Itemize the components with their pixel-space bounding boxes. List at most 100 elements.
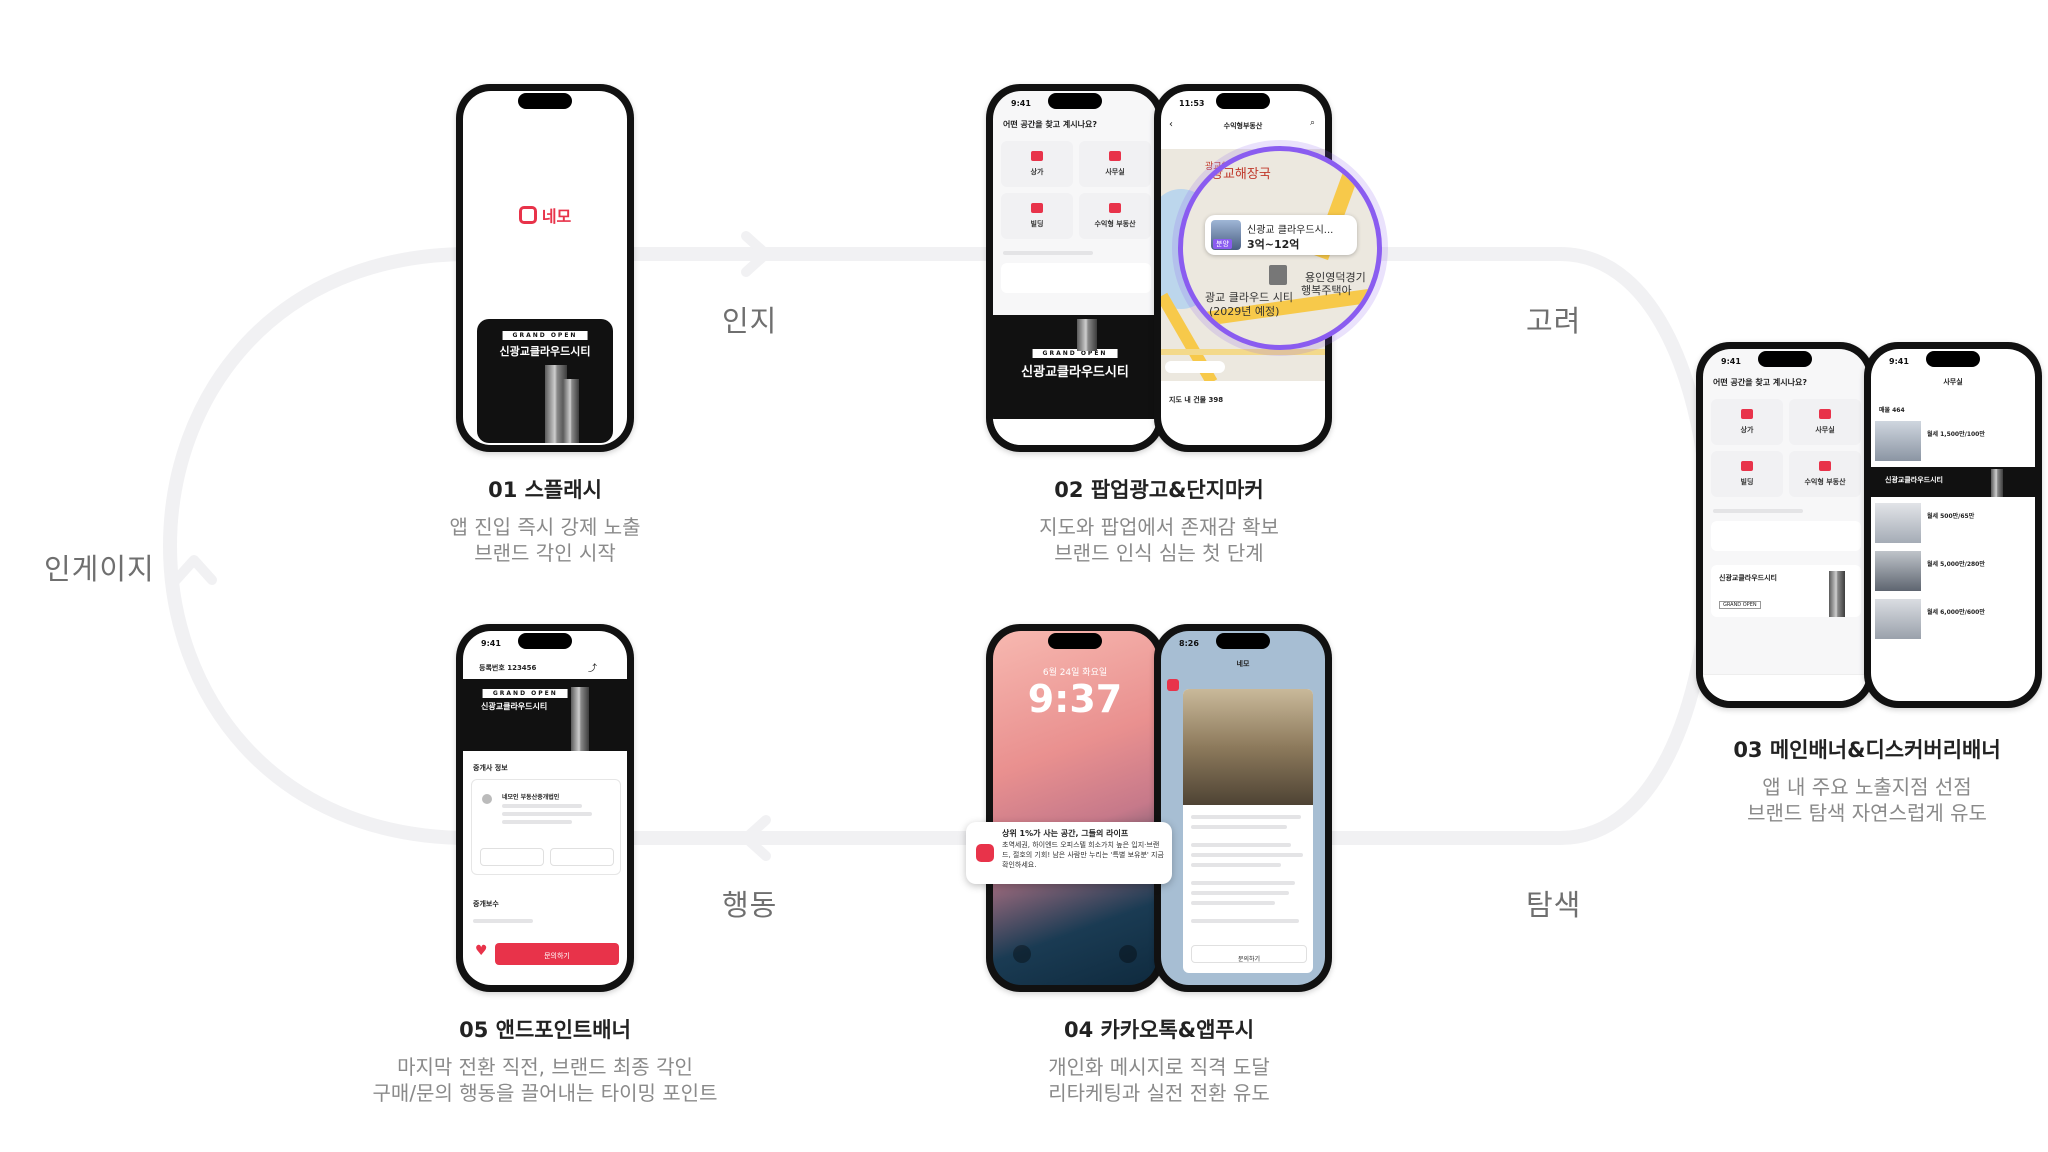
placeholder-line [1191, 863, 1281, 867]
endpoint-banner[interactable]: GRAND OPEN 신광교클라우드시티 [463, 679, 627, 751]
banner-tag: GRAND OPEN [482, 689, 568, 698]
tower-image [571, 687, 589, 751]
tile-label: 상가 [1740, 426, 1754, 434]
tower-image [1077, 319, 1097, 351]
tile-label: 수익형 부동산 [1804, 478, 1846, 486]
status-time: 11:53 [1179, 99, 1205, 108]
store-icon [1741, 409, 1753, 419]
phone-kakao: 8:26 네모 문의하기 [1154, 624, 1332, 992]
push-app-icon [976, 844, 994, 862]
step-desc: 브랜드 각인 시작 [474, 541, 616, 565]
step-title: 02 팝업광고&단지마커 [1054, 478, 1264, 502]
step-05: 05 앤드포인트배너 마지막 전환 직전, 브랜드 최종 각인 구매/문의 행동… [285, 1014, 805, 1106]
discovery-banner[interactable]: 신광교클라우드시티 [1871, 467, 2035, 497]
inquiry-button-label: 문의하기 [544, 952, 570, 960]
tile-label: 빌딩 [1030, 220, 1044, 228]
heart-icon[interactable]: ♥ [475, 943, 488, 959]
banner-title: 신광교클라우드시티 [1719, 574, 1777, 582]
tile-income[interactable]: 수익형 부동산 [1079, 193, 1151, 239]
push-notification[interactable]: 상위 1%가 사는 공간, 그들의 라이프 초역세권, 하이엔드 오피스텔 희소… [966, 822, 1172, 884]
listing-row[interactable]: 월세 5,000만/280만 [1875, 549, 2031, 593]
banner-title: 신광교클라우드시티 [1885, 476, 1943, 484]
step-desc: 브랜드 인식 심는 첫 단계 [1054, 541, 1264, 565]
chat-avatar [1167, 679, 1179, 691]
kakao-inquiry-button[interactable]: 문의하기 [1191, 945, 1307, 963]
step-desc: 앱 내 주요 노출지점 선점 [1762, 775, 1972, 799]
lock-date: 6월 24일 화요일 [1042, 668, 1108, 678]
agent-section-title: 중개사 정보 [473, 764, 508, 772]
tower-image [1991, 469, 2003, 497]
tile-label: 빌딩 [1740, 478, 1754, 486]
placeholder-line [1191, 843, 1291, 847]
listing-row[interactable]: 월세 6,000만/600만 [1875, 597, 2031, 641]
banner-title: 신광교클라우드시티 [499, 345, 591, 358]
kakao-screen: 8:26 네모 문의하기 [1161, 631, 1325, 985]
map-bottom-chip [1165, 361, 1225, 373]
kakao-inquiry-label: 문의하기 [1237, 956, 1261, 963]
house-icon [1819, 461, 1831, 471]
map-button[interactable] [550, 848, 614, 866]
phone-notch [1048, 93, 1102, 109]
complex-marker[interactable]: 분양 신광교 클라우드시... 3억~12억 [1205, 215, 1357, 255]
marker-badge: 분양 [1213, 239, 1232, 249]
phone-notch [518, 93, 572, 109]
splash-banner[interactable]: GRAND OPEN 신광교클라우드시티 [477, 319, 613, 443]
tab-bar [1703, 674, 1867, 701]
building-icon [1269, 265, 1287, 285]
tile-building[interactable]: 빌딩 [1001, 193, 1073, 239]
detail-screen: 9:41 등록번호 123456 ⤴ GRAND OPEN 신광교클라우드시티 … [463, 631, 627, 985]
homepage-button[interactable] [480, 848, 544, 866]
status-time: 9:41 [1011, 99, 1031, 108]
push-body: 초역세권, 하이엔드 오피스텔 희소가치 높은 입지·브랜드, 절호의 기회! … [1002, 841, 1164, 869]
tile-office[interactable]: 사무실 [1789, 399, 1861, 445]
listing-row[interactable]: 월세 500만/65만 [1875, 501, 2031, 545]
phone-notch [1048, 633, 1102, 649]
phone-home-popup: 9:41 어떤 공간을 찾고 계시나요? 상가 사무실 빌딩 수익형 부동산 G… [986, 84, 1164, 452]
phone-notch [1926, 351, 1980, 367]
arrow-up-icon [171, 555, 217, 585]
step-title: 03 메인배너&디스커버리배너 [1733, 738, 2001, 762]
tile-label: 상가 [1030, 168, 1044, 176]
phone-notch [1216, 633, 1270, 649]
stage-awareness: 인지 [722, 304, 778, 338]
back-icon[interactable]: ‹ [1169, 119, 1173, 130]
office-screen: 9:41 사무실 매물 464 월세 1,500만/100만 신광교클라우드시티… [1871, 349, 2035, 701]
tile-store[interactable]: 상가 [1711, 399, 1783, 445]
step-desc: 브랜드 탐색 자연스럽게 유도 [1747, 801, 1987, 825]
status-time: 9:41 [481, 639, 501, 648]
step-04: 04 카카오톡&앱푸시 개인화 메시지로 직격 도달 리타케팅과 실전 전환 유… [899, 1014, 1419, 1106]
placeholder-line [1191, 853, 1303, 857]
placeholder-line [1191, 881, 1295, 885]
tile-building[interactable]: 빌딩 [1711, 451, 1783, 497]
search-icon[interactable]: ⌕ [1309, 118, 1315, 128]
logo-icon [518, 206, 537, 224]
tile-label: 사무실 [1815, 426, 1835, 434]
tile-store[interactable]: 상가 [1001, 141, 1073, 187]
listing-number: 등록번호 123456 [479, 664, 537, 672]
placeholder-line [1191, 815, 1301, 819]
stage-engagement: 인게이지 [44, 552, 155, 586]
lock-screen: 6월 24일 화요일 9:37 [993, 631, 1157, 985]
share-icon[interactable]: ⤴ [587, 664, 597, 674]
popup-banner[interactable]: GRAND OPEN 신광교클라우드시티 [993, 315, 1157, 419]
store-icon [1031, 151, 1043, 161]
home-question: 어떤 공간을 찾고 계시나요? [1713, 378, 1807, 387]
road-shape [1161, 349, 1325, 355]
main-banner[interactable]: 신광교클라우드시티 GRAND OPEN [1711, 565, 1861, 617]
camera-icon[interactable] [1119, 945, 1137, 963]
chat-header: 네모 [1236, 660, 1250, 668]
house-icon [1109, 203, 1121, 213]
map-label-housing: 행복주택아 [1301, 284, 1352, 297]
agent-name: 네모인 부동산중개법인 [502, 794, 560, 801]
flashlight-icon[interactable] [1013, 945, 1031, 963]
step-desc: 리타케팅과 실전 전환 유도 [1048, 1081, 1270, 1105]
message-card[interactable]: 문의하기 [1183, 689, 1313, 973]
tile-office[interactable]: 사무실 [1079, 141, 1151, 187]
listing-row[interactable]: 월세 1,500만/100만 [1875, 419, 2031, 463]
inquiry-button[interactable]: 문의하기 [495, 943, 619, 965]
phone-listing-detail: 9:41 등록번호 123456 ⤴ GRAND OPEN 신광교클라우드시티 … [456, 624, 634, 992]
step-02: 02 팝업광고&단지마커 지도와 팝업에서 존재감 확보 브랜드 인식 심는 첫… [899, 474, 1419, 566]
tile-label: 사무실 [1105, 168, 1125, 176]
tile-income[interactable]: 수익형 부동산 [1789, 451, 1861, 497]
info-card [1711, 521, 1861, 551]
